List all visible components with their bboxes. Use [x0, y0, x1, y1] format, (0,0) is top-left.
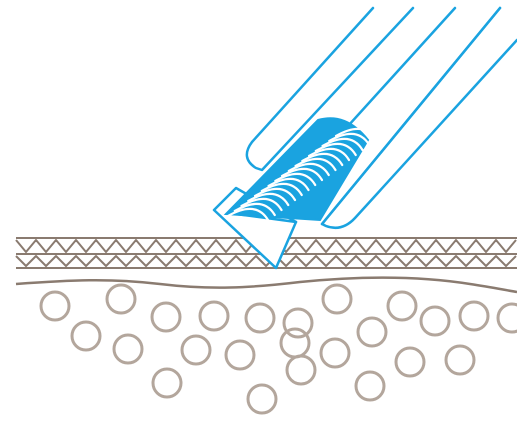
coil-winding-2	[233, 202, 276, 217]
cell-15	[224, 339, 256, 371]
coil-winding-6	[260, 182, 303, 197]
coil-winding-16	[328, 132, 371, 147]
coil-winding-5	[253, 187, 297, 202]
cell-6	[282, 307, 314, 339]
cell-23	[354, 370, 386, 402]
cannula-inner-wall-lower	[320, 6, 502, 226]
cell-7	[321, 283, 353, 315]
coil-windings	[226, 127, 378, 222]
cell-14	[180, 334, 212, 366]
coil-winding-1	[226, 207, 270, 222]
coil-winding-8	[274, 172, 317, 187]
cell-1	[39, 290, 71, 322]
skin-layer-icon	[15, 237, 517, 294]
cell-12	[70, 320, 102, 352]
cell-16	[279, 327, 311, 359]
cell-18	[356, 316, 388, 348]
cell-8	[386, 290, 418, 322]
cell-13	[112, 333, 144, 365]
coil-winding-3	[240, 197, 283, 212]
cell-19	[394, 346, 426, 378]
subcutaneous-cells-icon	[39, 283, 517, 415]
tissue-boundary-line	[15, 276, 517, 294]
cell-22	[285, 354, 317, 386]
coil-winding-9	[280, 167, 324, 182]
cell-20	[444, 344, 476, 376]
cell-17	[319, 337, 351, 369]
cell-9	[419, 305, 451, 337]
coil-winding-12	[301, 152, 344, 167]
skin-zigzag-lower	[15, 255, 517, 267]
cell-4	[198, 300, 230, 332]
cell-5	[244, 302, 276, 334]
coil-winding-11	[294, 157, 337, 172]
cell-24	[246, 383, 278, 415]
coil-winding-4	[247, 192, 290, 207]
coil-winding-10	[287, 162, 330, 177]
cannula-outer-tube	[245, 6, 415, 172]
coil-winding-15	[321, 137, 364, 152]
cell-11	[496, 302, 517, 334]
cell-21	[151, 367, 183, 399]
cell-10	[458, 300, 490, 332]
cannula-outer-tube-lower	[320, 6, 517, 229]
cell-2	[105, 283, 137, 315]
coil-winding-13	[307, 147, 351, 162]
spring-coil-icon	[223, 117, 378, 222]
cell-3	[150, 301, 182, 333]
coil-winding-14	[314, 142, 357, 157]
coil-winding-7	[267, 177, 310, 192]
coil-winding-17	[334, 127, 378, 142]
